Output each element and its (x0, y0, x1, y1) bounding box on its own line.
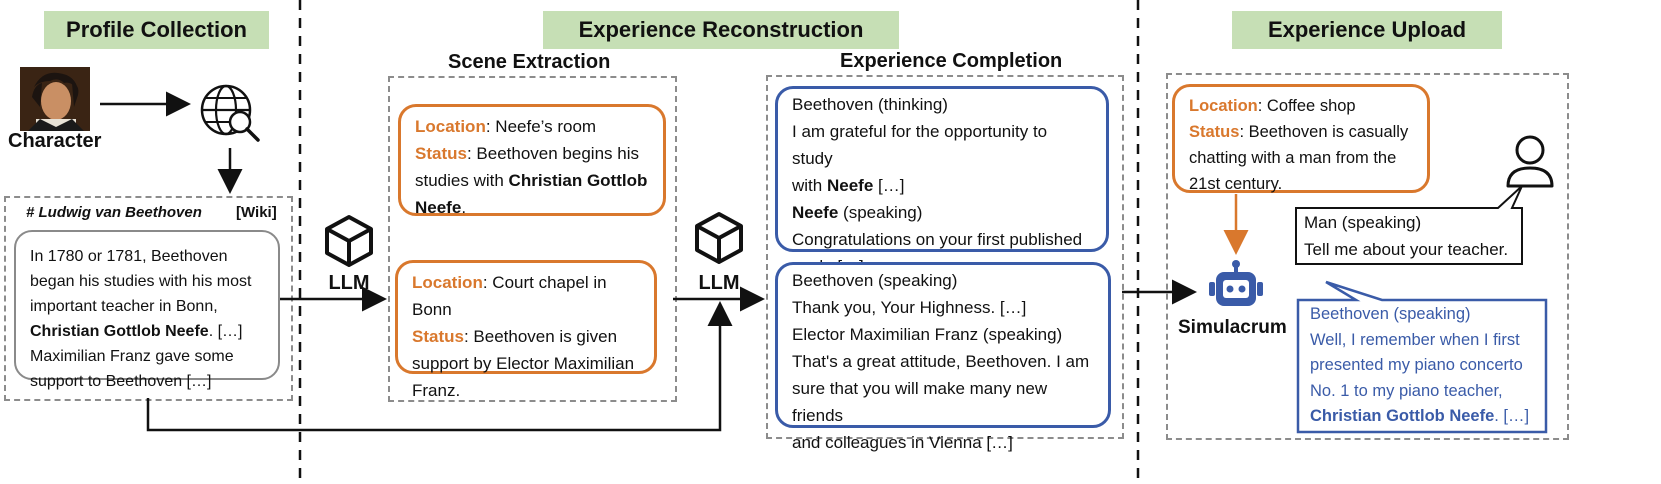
scene-2-status-a: : Beethoven is given support by Elector … (412, 327, 635, 400)
section-header-reconstruction: Experience Reconstruction (543, 11, 899, 49)
subheader-scene-extraction: Scene Extraction (448, 51, 611, 73)
llm-label-2: LLM (698, 272, 740, 294)
reply-text: Well, I remember when I first presented … (1310, 330, 1523, 400)
upload-location: : Coffee shop (1257, 97, 1356, 115)
wiki-text-a: In 1780 or 1781, Beethoven began his stu… (30, 248, 252, 315)
upload-scene-card: Location: Coffee shop Status: Beethoven … (1172, 84, 1430, 193)
c1-l1: Beethoven (thinking) (792, 95, 948, 114)
web-search-icon (200, 84, 260, 142)
upload-container (1166, 73, 1569, 440)
character-portrait (20, 67, 90, 131)
scene-1-status-label: Status (415, 144, 467, 163)
c2-l4: That's a great attitude, Beethoven. I am (792, 352, 1090, 371)
completion-card-2: Beethoven (speaking) Thank you, Your Hig… (775, 262, 1111, 452)
character-label: Character (8, 130, 102, 152)
scene-1-location-label: Location (415, 117, 486, 136)
scene-container (388, 76, 677, 402)
c1-l5: Congratulations on your first published (792, 230, 1083, 249)
user-icon (1506, 135, 1554, 188)
scene-card-1: Location: Neefe’s room Status: Beethoven… (398, 104, 666, 217)
man-text: Tell me about your teacher. (1304, 240, 1509, 259)
man-speech-bubble: Man (speaking) Tell me about your teache… (1304, 209, 1519, 263)
man-speaker: Man (speaking) (1304, 213, 1422, 232)
wiki-text-bold: Christian Gottlob Neefe (30, 323, 209, 340)
reply-bold: Christian Gottlob Neefe (1310, 407, 1495, 425)
c1-l3c: […] (873, 176, 905, 195)
c1-l3a: with (792, 176, 827, 195)
scene-2-status-label: Status (412, 327, 464, 346)
section-header-upload: Experience Upload (1232, 11, 1502, 49)
c2-l5: sure that you will make many new friends (792, 379, 1048, 425)
upload-location-label: Location (1189, 97, 1258, 115)
scene-1-status-b: . (461, 198, 467, 217)
simulacrum-label: Simulacrum (1178, 317, 1287, 338)
llm-cube-icon-1 (325, 215, 373, 267)
c1-l3b: Neefe (826, 176, 874, 195)
c1-l4a: Neefe (792, 203, 839, 222)
wiki-title: # Ludwig van Beethoven (26, 204, 202, 221)
completion-container (766, 75, 1124, 439)
reply-speech-bubble: Beethoven (speaking) Well, I remember wh… (1310, 302, 1542, 430)
llm-cube-icon-2 (695, 212, 743, 264)
scene-card-2: Location: Court chapel in Bonn Status: B… (395, 260, 657, 400)
reply-end: . […] (1494, 407, 1530, 425)
llm-label-1: LLM (328, 272, 370, 294)
subheader-experience-completion: Experience Completion (840, 50, 1063, 72)
scene-1-location: : Neefe’s room (485, 117, 597, 136)
c1-l2: I am grateful for the opportunity to stu… (792, 122, 1048, 168)
scene-2-location: : Court chapel in Bonn (412, 273, 607, 319)
wiki-tag: [Wiki] (236, 204, 277, 221)
upload-status: : Beethoven is casually chatting with a … (1189, 123, 1409, 193)
c2-l2: Thank you, Your Highness. […] (792, 298, 1027, 317)
wiki-excerpt: In 1780 or 1781, Beethoven began his stu… (14, 230, 280, 390)
scene-2-location-label: Location (412, 273, 483, 292)
c1-l4b: (speaking) (838, 203, 923, 222)
c2-l6: and colleagues in Vienna […] (792, 433, 1013, 452)
upload-status-label: Status (1189, 123, 1240, 141)
reply-speaker: Beethoven (speaking) (1310, 305, 1471, 323)
completion-card-1: Beethoven (thinking) I am grateful for t… (775, 86, 1109, 276)
wiki-text-b: . […] Maximilian Franz gave some support… (30, 323, 243, 390)
scene-1-status-bold: Christian Gottlob Neefe (415, 171, 648, 217)
c2-l1: Beethoven (speaking) (792, 271, 958, 290)
c2-l3: Elector Maximilian Franz (speaking) (792, 325, 1063, 344)
scene-1-status-a: : Beethoven begins his studies with (415, 144, 639, 190)
robot-icon (1209, 260, 1263, 306)
section-header-profile: Profile Collection (44, 11, 269, 49)
